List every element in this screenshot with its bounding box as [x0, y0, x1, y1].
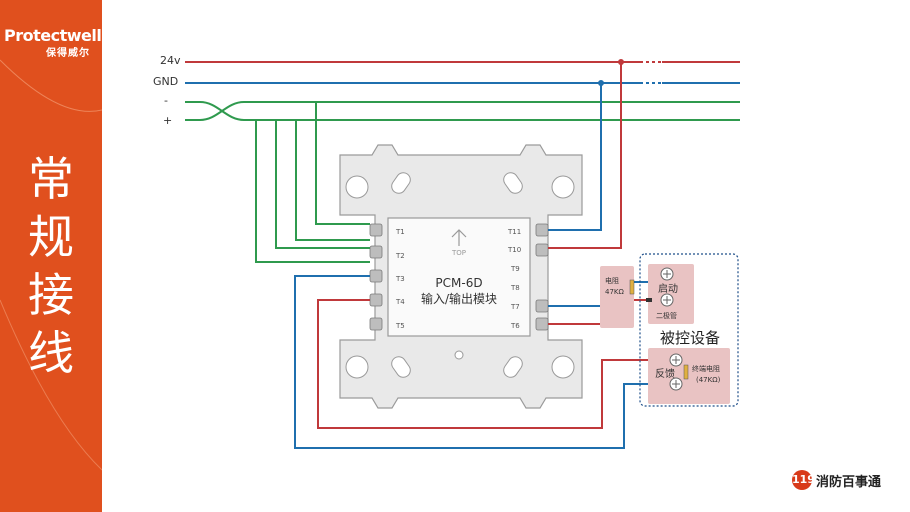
end-resistor-value: (47KΩ): [696, 376, 721, 384]
terminal-label-left: T5: [395, 322, 405, 330]
footer-logo-icon: 119: [792, 470, 815, 490]
bus-label-gnd: GND: [153, 75, 178, 88]
controlled-device-title: 被控设备: [660, 329, 720, 347]
terminal-label-right: T8: [510, 284, 520, 292]
signal-wires: [255, 101, 370, 263]
feedback-label: 反馈: [655, 367, 675, 380]
page-title-char: 线: [28, 326, 74, 380]
diode-icon: [646, 298, 652, 302]
terminal-label-right: T6: [510, 322, 520, 330]
page-title-char: 规: [28, 210, 74, 264]
bus-label-minus: -: [164, 94, 168, 107]
bus-line-minus: [185, 101, 740, 121]
end-resistor-label: 终端电阻: [692, 364, 720, 373]
end-resistor-icon: [683, 364, 689, 380]
mounting-holes: [345, 172, 575, 379]
footer-logo-text: 消防百事通: [816, 474, 882, 490]
page-title-char: 常: [28, 152, 74, 206]
resistor-value: 47KΩ: [605, 288, 624, 296]
terminal-label-left: T4: [395, 298, 405, 306]
sidebar-panel: Protectwell 保得威尔 常 规 接 线: [0, 0, 102, 512]
page-title-char: 接: [28, 268, 74, 322]
bus-label-plus: +: [163, 114, 172, 127]
bus-line-plus: [185, 101, 740, 121]
brand-logo-cn: 保得威尔: [46, 48, 90, 59]
resistor-box: [600, 266, 634, 328]
terminal-label-left: T1: [395, 228, 405, 236]
module-model: PCM-6D: [435, 276, 482, 290]
start-box: [648, 264, 694, 324]
module-led: [454, 350, 464, 360]
terminal-label-right: T7: [510, 303, 520, 311]
left-terminal-blocks: [369, 223, 383, 331]
terminal-label-left: T3: [395, 275, 405, 283]
controlled-device-border: [639, 253, 739, 407]
top-marker: TOP: [451, 249, 466, 257]
footer-logo: 119 消防百事通: [792, 470, 881, 490]
right-terminal-blocks: [535, 223, 549, 331]
resistor-icon: [629, 279, 635, 295]
start-label: 启动: [658, 282, 678, 295]
terminal-label-right: T11: [507, 228, 521, 236]
terminal-label-left: T2: [395, 252, 405, 260]
diode-label: 二极管: [656, 311, 677, 320]
terminal-label-right: T10: [507, 246, 521, 254]
feedback-box: [648, 348, 730, 404]
resistor-label: 电阻: [605, 276, 619, 285]
page-title: 常 规 接 线: [0, 150, 102, 382]
bus-label-24v: 24v: [160, 54, 181, 67]
terminal-label-right: T9: [510, 265, 520, 273]
brand-logo-text: Protectwell: [4, 26, 102, 45]
sidebar-decor-lines: [0, 59, 102, 471]
top-arrow-head-icon: [451, 229, 467, 238]
module-description: 输入/输出模块: [421, 291, 497, 306]
